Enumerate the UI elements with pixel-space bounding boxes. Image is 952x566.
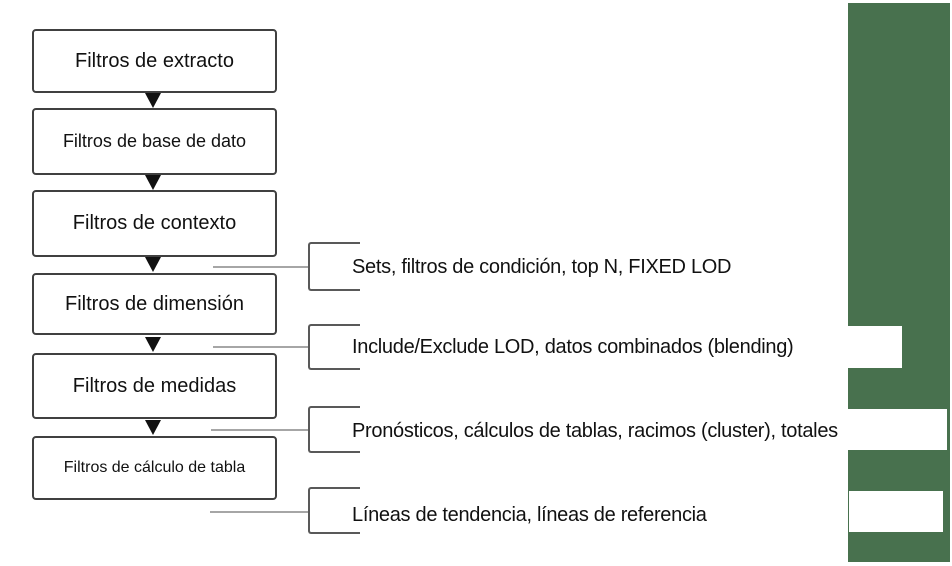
flow-box-filtros-de-dimension: Filtros de dimensión <box>32 273 277 335</box>
arrow-down-icon <box>145 420 161 435</box>
arrow-down-icon <box>145 175 161 190</box>
flow-box-filtros-de-extracto: Filtros de extracto <box>32 29 277 93</box>
side-bracket-icon <box>308 324 360 370</box>
arrow-down-icon <box>145 93 161 108</box>
side-bracket-icon <box>308 406 360 453</box>
side-bracket-icon <box>308 487 360 534</box>
annotation-pronosticos-calculos-cluster-totales: Pronósticos, cálculos de tablas, racimos… <box>352 420 838 442</box>
side-bracket-icon <box>308 242 360 291</box>
flow-box-label: Filtros de base de dato <box>62 131 247 151</box>
flow-box-label: Filtros de extracto <box>75 49 234 72</box>
flow-box-filtros-de-medidas: Filtros de medidas <box>32 353 277 419</box>
connector-line <box>213 266 309 268</box>
annotation-lineas-tendencia-referencia: Líneas de tendencia, líneas de referenci… <box>352 504 707 526</box>
connector-line <box>213 346 309 348</box>
flow-box-filtros-de-contexto: Filtros de contexto <box>32 190 277 257</box>
flow-box-label: Filtros de medidas <box>72 374 237 397</box>
annotation-sets-condicion-topn-fixed-lod: Sets, filtros de condición, top N, FIXED… <box>352 256 732 278</box>
white-cutout-totales <box>848 409 947 450</box>
connector-line <box>211 429 309 431</box>
flow-box-label: Filtros de dimensión <box>65 292 244 315</box>
flow-box-label: Filtros de contexto <box>72 212 237 234</box>
green-sidebar <box>848 3 950 562</box>
flow-box-filtros-de-calculo-de-tabla: Filtros de cálculo de tabla <box>32 436 277 500</box>
flow-box-filtros-de-base-de-dato: Filtros de base de dato <box>32 108 277 175</box>
white-cutout-blending <box>848 326 902 368</box>
arrow-down-icon <box>145 257 161 272</box>
connector-line <box>210 511 309 513</box>
annotation-include-exclude-lod-blending: Include/Exclude LOD, datos combinados (b… <box>352 336 794 358</box>
arrow-down-icon <box>145 337 161 352</box>
flow-box-label: Filtros de cálculo de tabla <box>63 459 246 476</box>
white-cutout-empty <box>849 491 943 532</box>
